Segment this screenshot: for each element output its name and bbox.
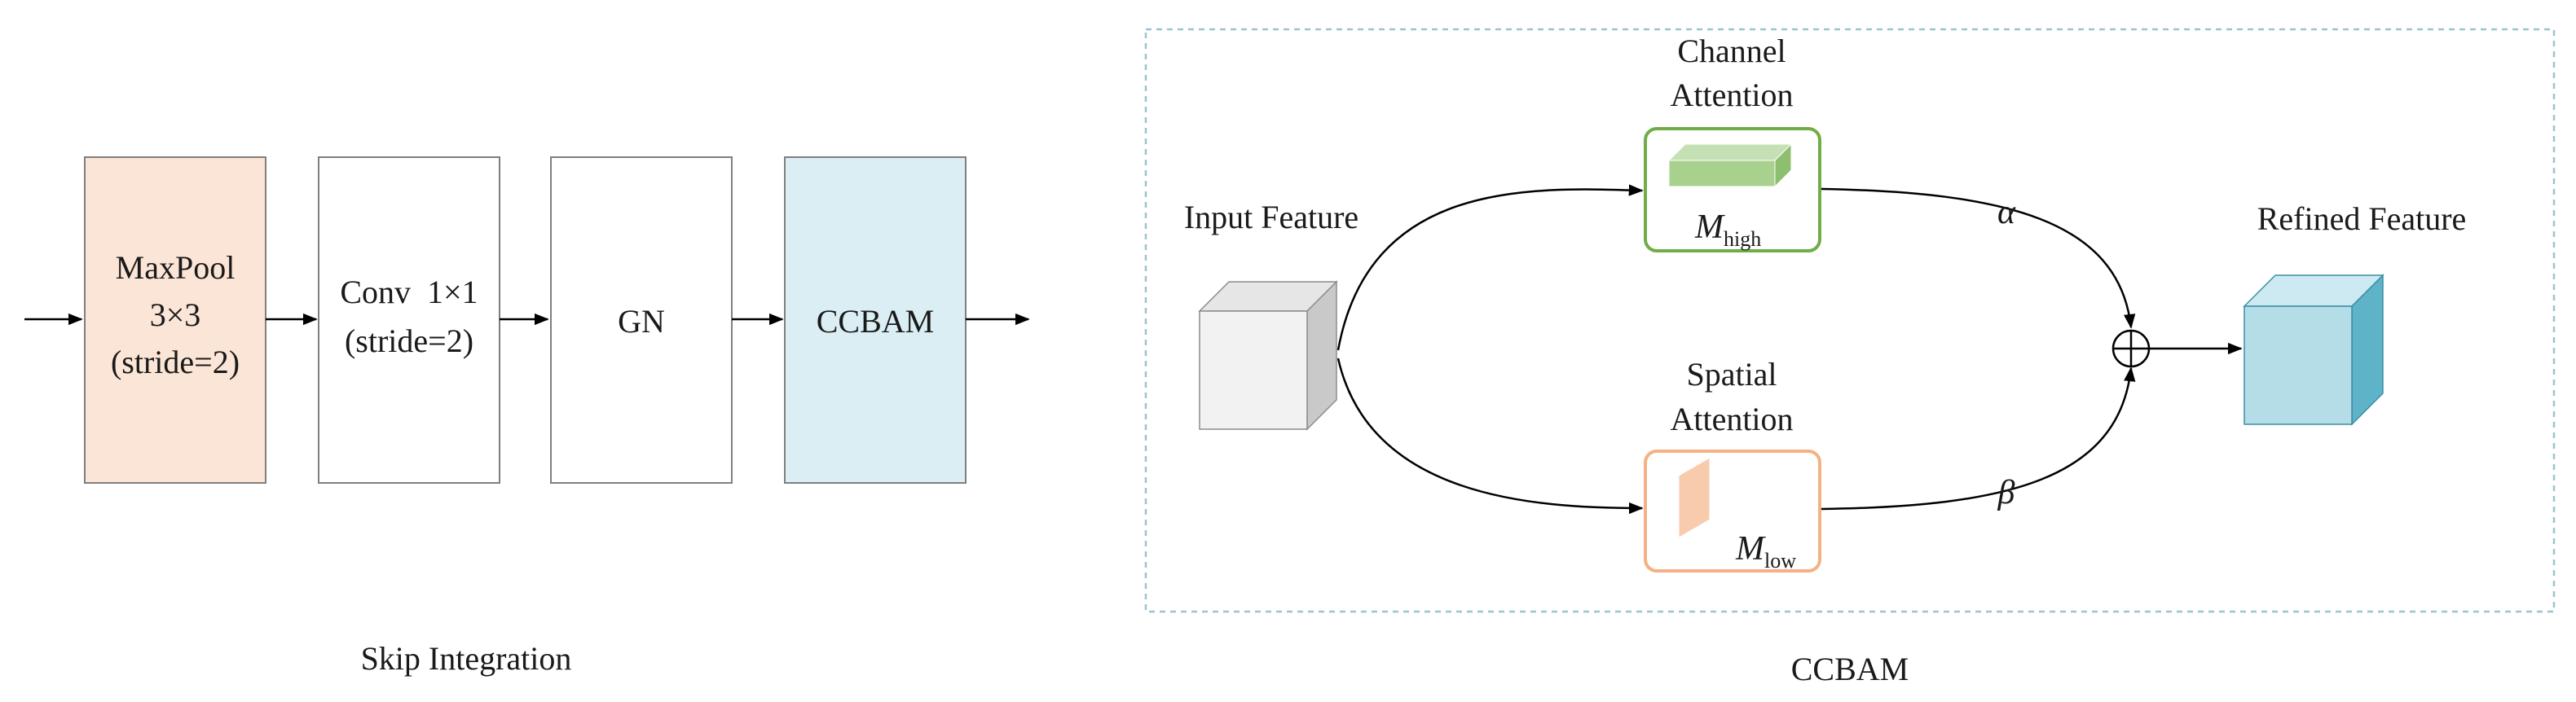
sum-node xyxy=(2111,329,2151,368)
spatial-to-sum-curve xyxy=(1821,366,2136,511)
channel-attention-title-line1: Channel xyxy=(1677,33,1786,69)
ccbam-block-label: CCBAM xyxy=(817,303,935,340)
input-to-spatial-curve xyxy=(1336,358,1644,515)
ccbam-block xyxy=(784,156,967,484)
gn-block xyxy=(550,156,733,484)
spatial-attention-title-line1: Spatial xyxy=(1686,356,1777,393)
maxpool-block xyxy=(84,156,266,484)
conv-label-line1: Conv 1×1 xyxy=(340,274,478,310)
beta-weight: β xyxy=(1997,474,2015,511)
maxpool-label-line2: 3×3 xyxy=(150,296,201,333)
maxpool-label-line1: MaxPool xyxy=(116,249,236,286)
input-feature-cube xyxy=(1198,280,1338,431)
refined-feature-label: Refined Feature xyxy=(2257,200,2467,237)
spatial-attention-title-line2: Attention xyxy=(1670,401,1793,437)
conv-label-line2: (stride=2) xyxy=(345,322,473,359)
conv-block xyxy=(318,156,500,484)
skip-integration-caption: Skip Integration xyxy=(361,640,572,677)
skip-integration-diagram: MaxPool 3×3 (stride=2) Conv 1×1 (stride=… xyxy=(24,156,1030,677)
ccbam-caption: CCBAM xyxy=(1791,651,1909,687)
gn-label: GN xyxy=(618,303,665,340)
channel-prism-icon xyxy=(1667,143,1793,188)
spatial-plane-icon xyxy=(1678,457,1711,538)
ccbam-frame xyxy=(1144,28,2556,613)
channel-mask-symbol: Mhigh xyxy=(1694,208,1761,251)
input-to-channel-curve xyxy=(1336,184,1644,351)
channel-attention-title-line2: Attention xyxy=(1670,77,1793,113)
ccbam-diagram: Input Feature Channel Attention Mhigh Sp… xyxy=(1144,28,2556,687)
input-feature-label: Input Feature xyxy=(1184,199,1358,235)
alpha-weight: α xyxy=(1997,194,2016,231)
refined-feature-cube xyxy=(2243,274,2384,426)
channel-to-sum-curve xyxy=(1821,187,2136,329)
spatial-mask-symbol: Mlow xyxy=(1735,530,1796,573)
maxpool-label-line3: (stride=2) xyxy=(111,344,240,380)
